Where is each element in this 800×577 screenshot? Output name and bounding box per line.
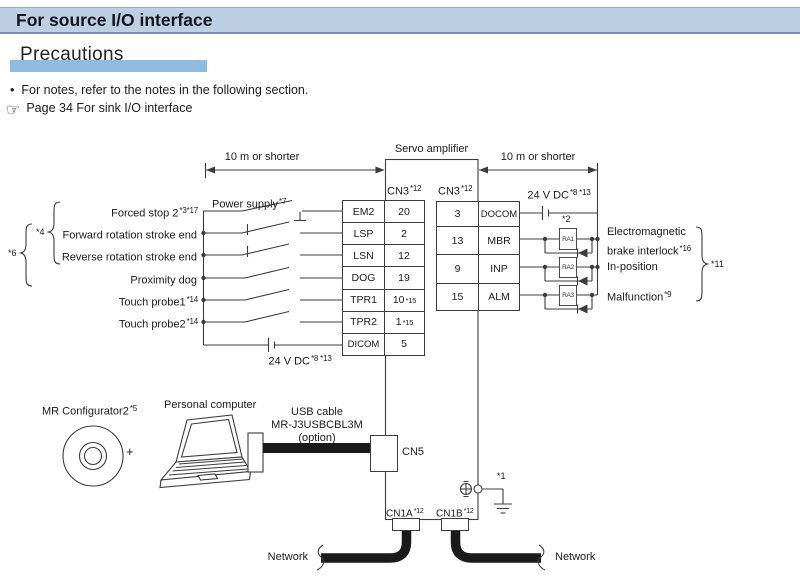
dimension-arrow-right xyxy=(479,166,598,174)
network-cables xyxy=(316,528,546,571)
input-label-forced-stop: Forced stop 2*3*17 xyxy=(111,206,198,220)
mr-configurator-label: MR Configurator2*5 xyxy=(42,404,137,418)
cd-disc-art xyxy=(62,425,124,487)
output-label-brake-interlock: brake interlock*16 xyxy=(607,244,691,258)
cn1a-label: CN1A*12 xyxy=(386,508,424,520)
output-label-in-position: In-position xyxy=(607,261,658,273)
input-label-reverse-stroke-end: Reverse rotation stroke end xyxy=(61,251,197,264)
note-text: For notes, refer to the notes in the fol… xyxy=(21,83,309,97)
plus-sign: + xyxy=(126,444,134,459)
brace-note11 xyxy=(695,226,709,302)
cn1a-connector xyxy=(392,518,420,531)
input-wiring xyxy=(201,199,342,352)
relay-ra2: RA2 xyxy=(559,257,577,278)
relay-ra1: RA1 xyxy=(559,228,577,250)
personal-computer-label: Personal computer xyxy=(164,399,257,411)
network-right-label: Network xyxy=(555,551,596,563)
input-label-proximity-dog: Proximity dog xyxy=(130,274,197,287)
note1-label: *1 xyxy=(497,471,506,481)
reference-text: Page 34 For sink I/O interface xyxy=(26,101,193,115)
section-heading: Precautions xyxy=(20,44,124,65)
page-title: For source I/O interface xyxy=(0,7,800,34)
bullet-glyph: • xyxy=(10,83,15,97)
note6-label: *6 xyxy=(8,248,17,258)
dimension-right-label: 10 m or shorter xyxy=(500,151,576,163)
ground-symbol xyxy=(459,480,512,514)
24vdc-bottom-label: 24 V DC*8 *13 xyxy=(268,354,332,368)
output-wiring xyxy=(520,163,600,314)
usb-cable-model-label: MR-J3USBCBL3M xyxy=(271,419,363,431)
output-label-malfunction: Malfunction*9 xyxy=(607,290,672,304)
usb-cable-art xyxy=(247,432,370,473)
note-line: • For notes, refer to the notes in the fo… xyxy=(10,83,308,97)
cn1b-label: CN1B*12 xyxy=(436,508,474,520)
cn3-right-label: CN3*12 xyxy=(438,184,473,198)
relay-ra3: RA3 xyxy=(559,285,577,306)
input-label-touch-probe1: Touch probe1*14 xyxy=(118,295,198,309)
note2-label: *2 xyxy=(562,214,571,224)
cn5-connector xyxy=(370,435,398,472)
note11-label: *11 xyxy=(711,259,724,269)
note4-label: *4 xyxy=(36,227,45,237)
brace-note6 xyxy=(19,223,33,287)
usb-cable-option-label: (option) xyxy=(298,432,336,444)
section-heading-bar xyxy=(10,60,207,72)
input-label-touch-probe2: Touch probe2*14 xyxy=(118,317,198,331)
dimension-arrow-left xyxy=(204,163,385,178)
cn5-label: CN5 xyxy=(402,446,425,458)
network-left-label: Network xyxy=(267,551,308,563)
power-supply-label: Power supply*7 xyxy=(212,197,287,211)
24vdc-top-label: 24 V DC*8 *13 xyxy=(527,188,591,202)
laptop-art xyxy=(159,414,252,489)
servo-amplifier-label: Servo amplifier xyxy=(394,143,469,155)
page-reference-link[interactable]: ☞ Page 34 For sink I/O interface xyxy=(6,100,192,120)
usb-cable-label: USB cable xyxy=(291,406,343,418)
brace-note4 xyxy=(47,201,61,265)
cn1b-connector xyxy=(441,518,469,531)
dimension-left-label: 10 m or shorter xyxy=(224,151,300,163)
input-label-forward-stroke-end: Forward rotation stroke end xyxy=(62,229,197,242)
pointing-hand-icon: ☞ xyxy=(6,102,21,119)
output-label-electromagnetic: Electromagnetic xyxy=(607,226,686,238)
cn3-left-label: CN3*12 xyxy=(387,184,422,198)
